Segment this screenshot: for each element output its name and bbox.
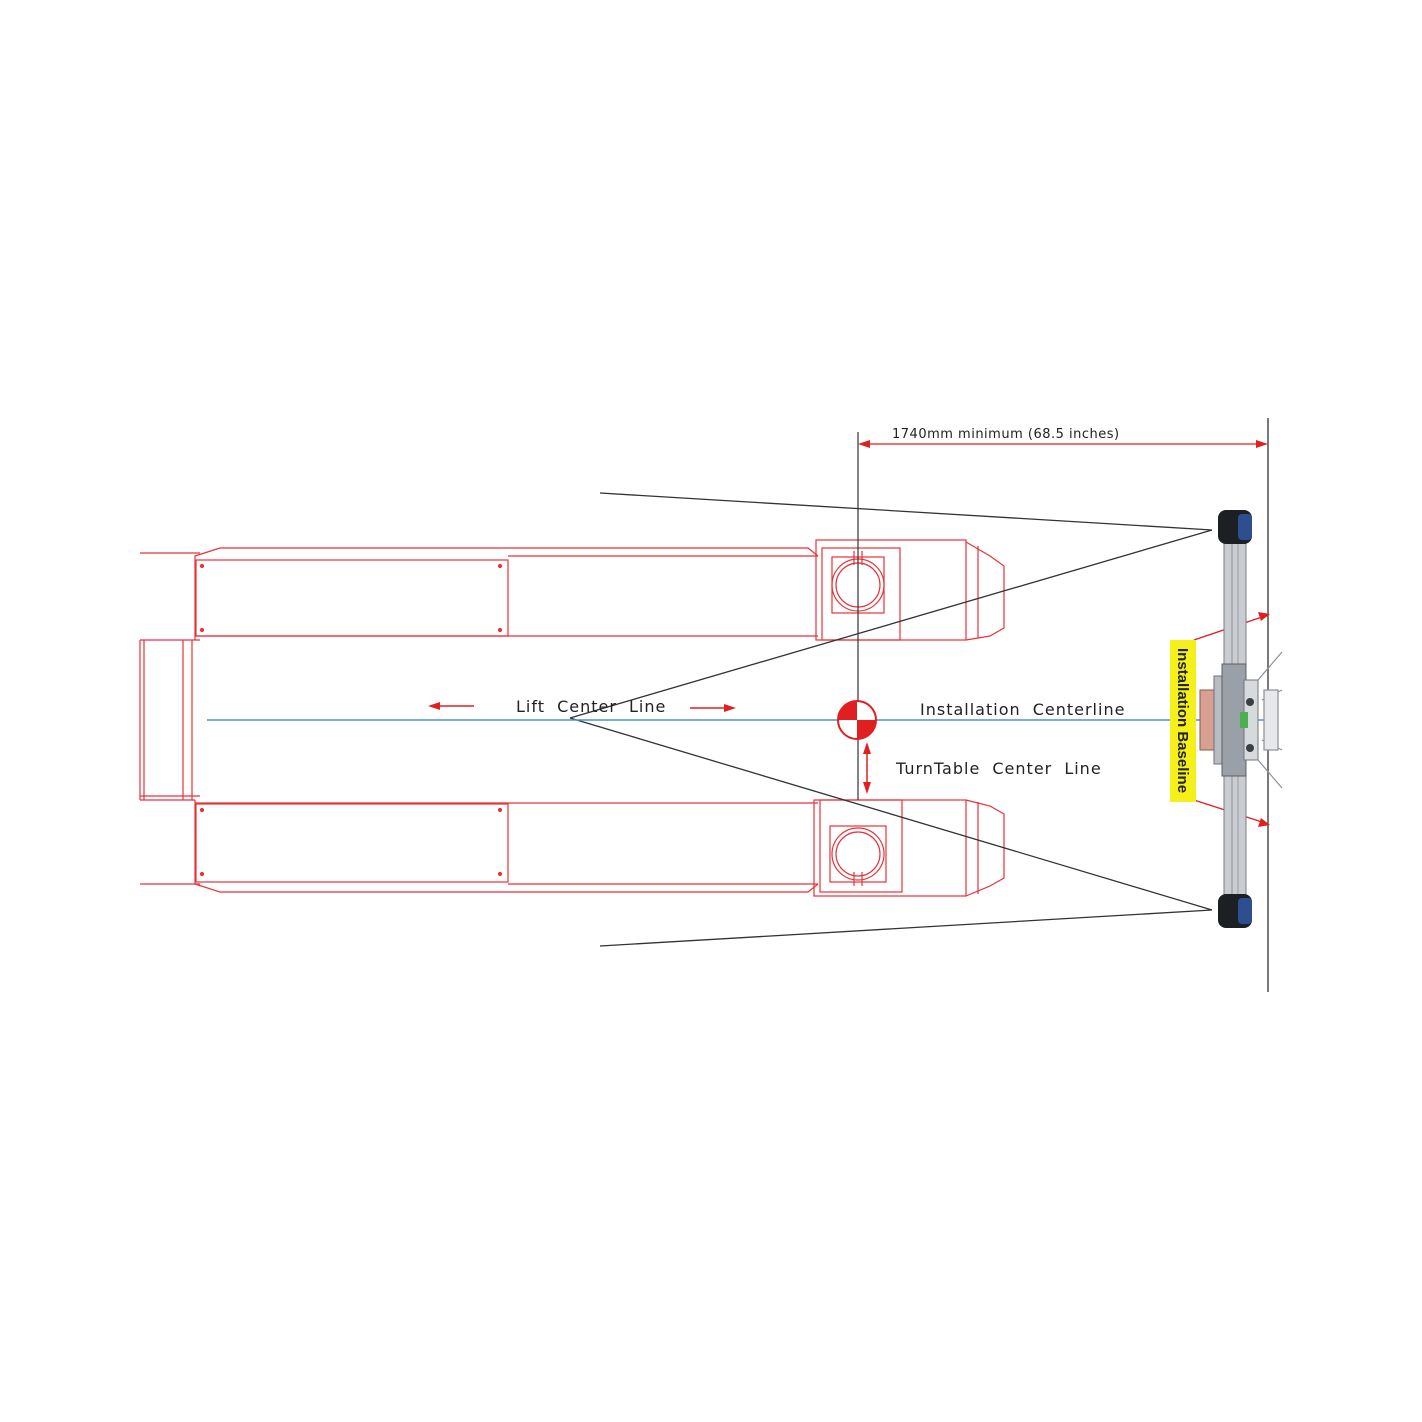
sight-lines — [569, 492, 1213, 947]
top-runway — [140, 547, 819, 641]
bottom-runway — [140, 795, 819, 893]
turntable-center-line-label: TurnTable Center Line — [895, 759, 1102, 778]
lift-center-line-label: Lift Center Line — [516, 697, 666, 716]
lift-outline — [139, 539, 1005, 897]
beam-stand — [1257, 651, 1283, 789]
top-camera-icon — [1218, 510, 1252, 544]
installation-baseline-label: Installation Baseline — [1174, 648, 1191, 793]
beam-center-housing — [1199, 663, 1259, 777]
top-turntable — [815, 539, 1005, 641]
dimension-line — [858, 440, 1268, 448]
turntable-double-arrow — [863, 742, 871, 794]
center-target-icon — [837, 700, 877, 740]
installation-baseline-tag — [1170, 640, 1196, 802]
bottom-camera-icon — [1218, 894, 1252, 928]
dimension-label: 1740mm minimum (68.5 inches) — [892, 427, 1120, 442]
lift-center-frame — [139, 640, 195, 801]
camera-beam — [1199, 510, 1283, 928]
lift-direction-arrows — [428, 702, 736, 712]
installation-centerline-label: Installation Centerline — [920, 700, 1125, 719]
bottom-turntable — [813, 799, 1005, 897]
